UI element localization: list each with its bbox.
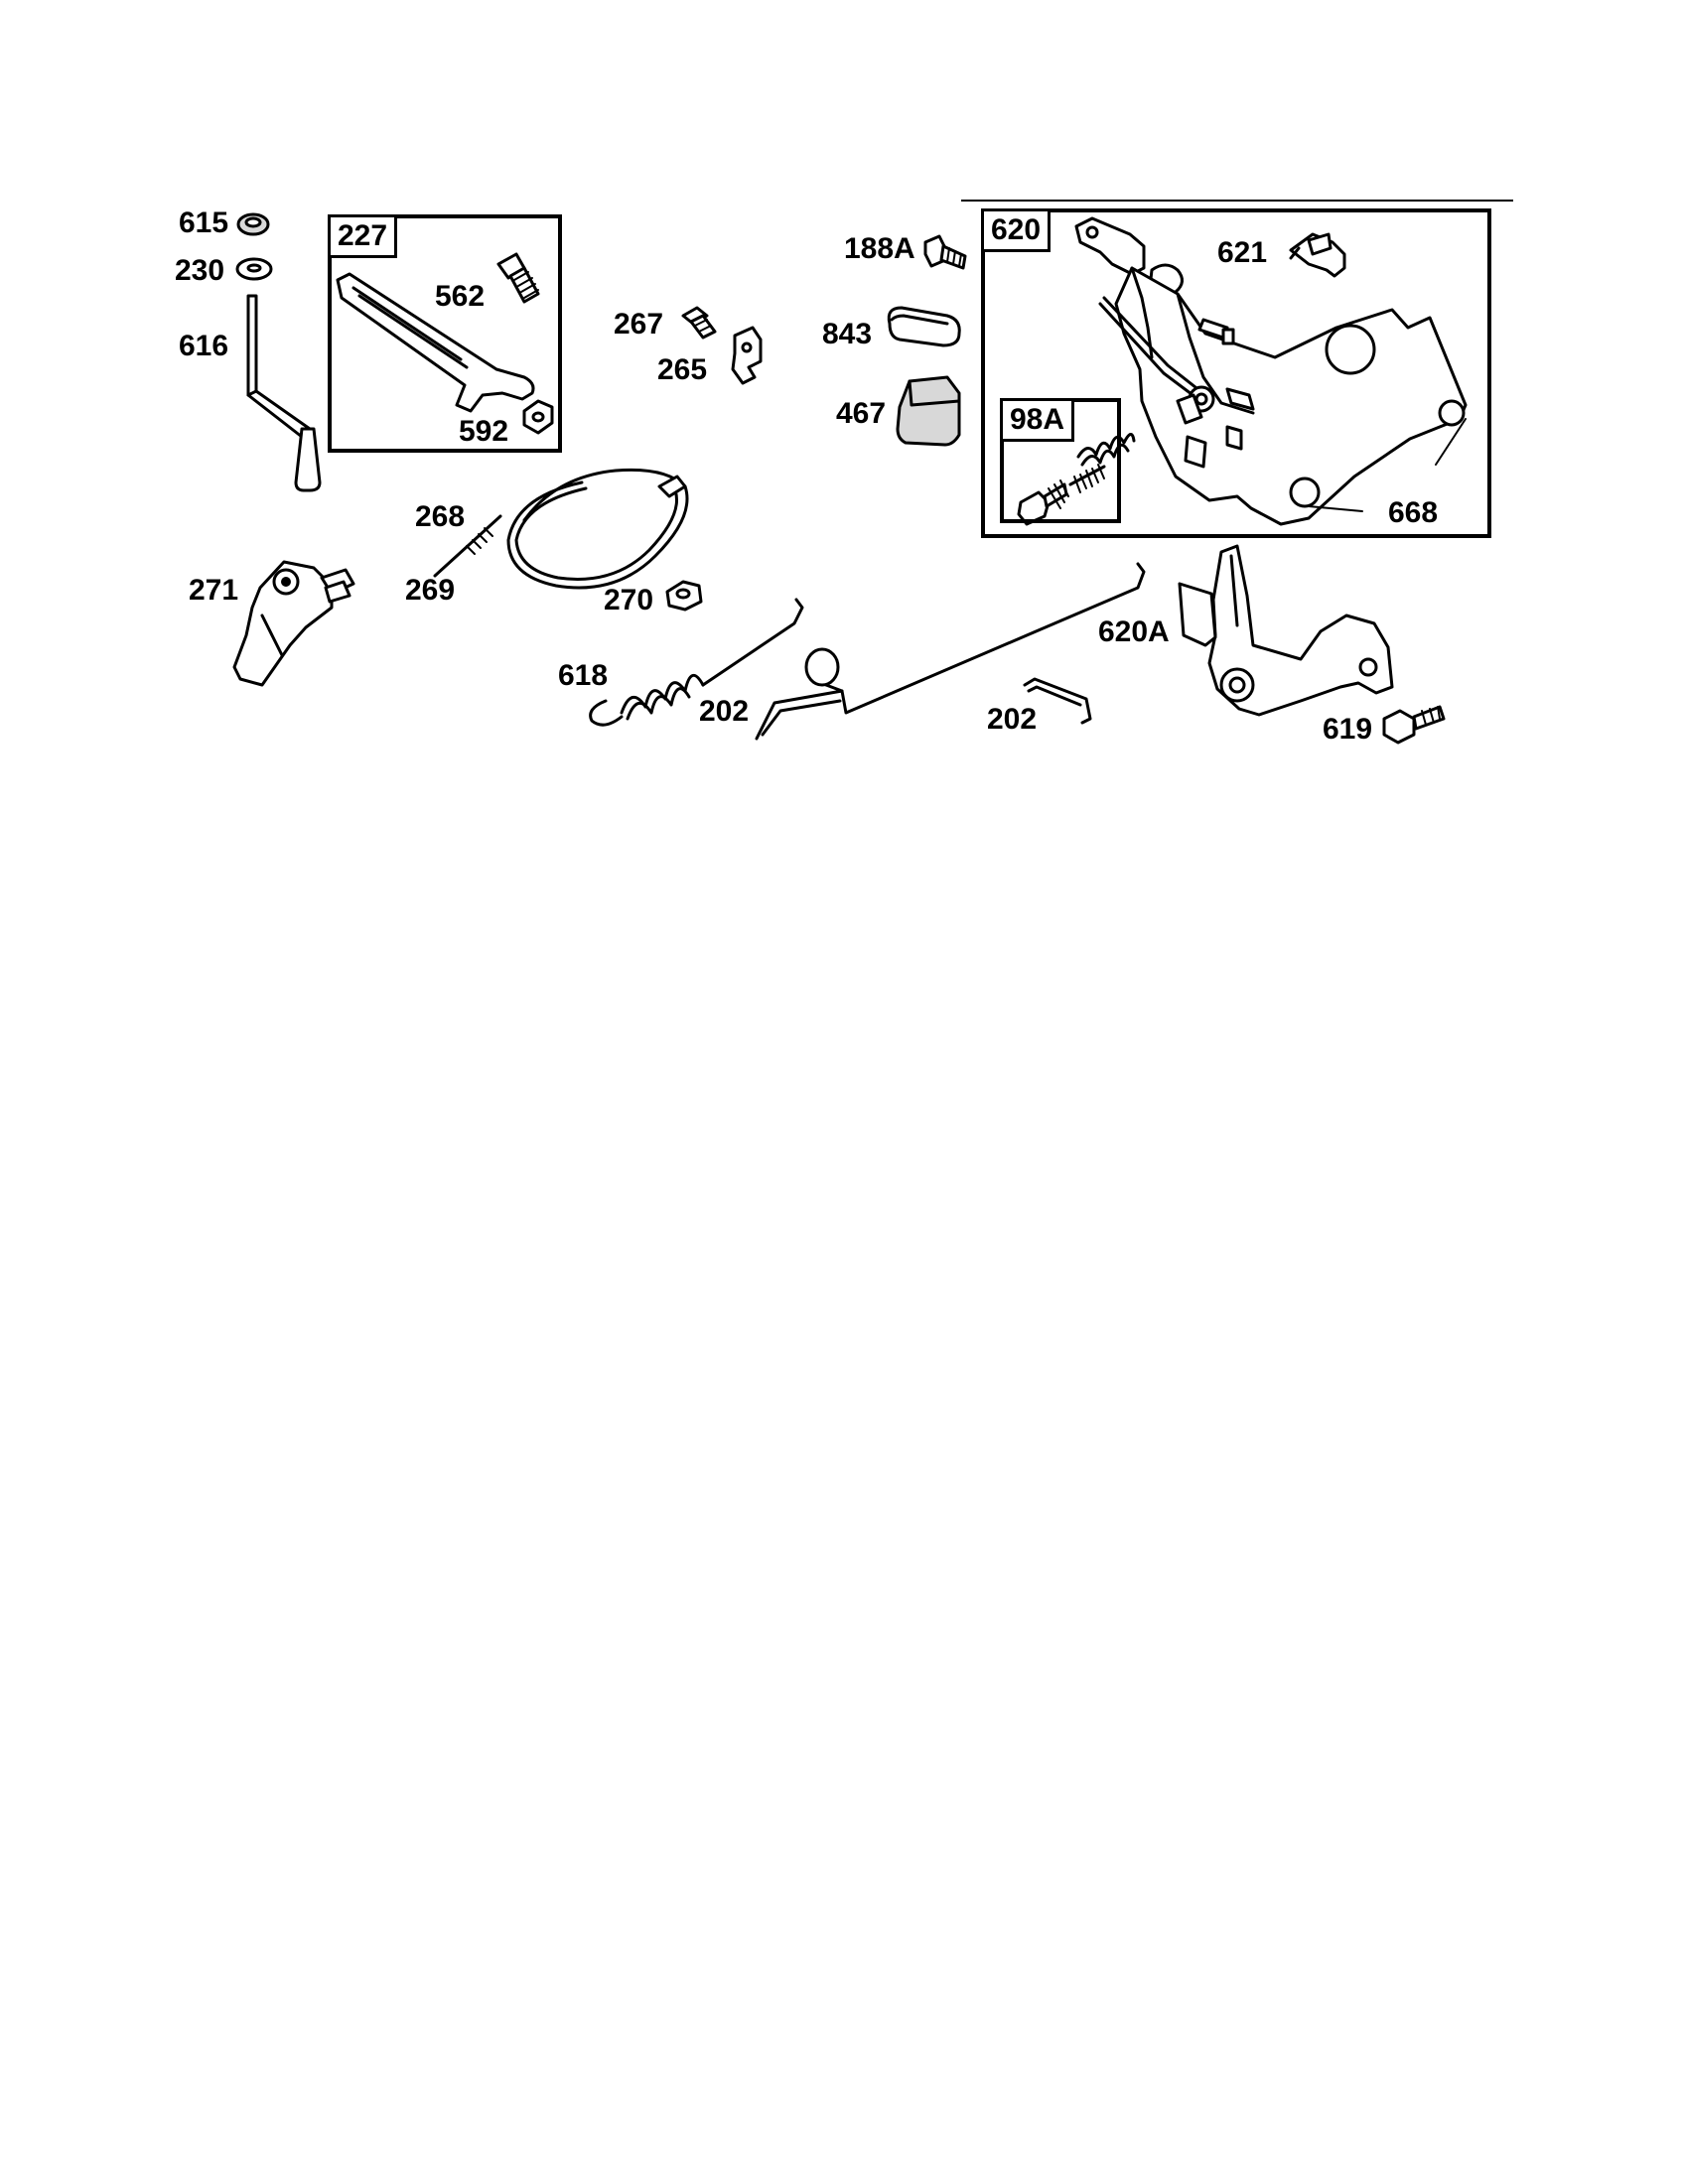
label-621: 621: [1217, 236, 1268, 269]
label-620A: 620A: [1098, 615, 1170, 648]
label-619: 619: [1323, 713, 1373, 746]
label-616: 616: [179, 330, 229, 362]
part-592-drawing: [522, 399, 554, 435]
part-620-drawing: [1074, 216, 1468, 526]
label-268: 268: [415, 500, 466, 533]
label-668: 668: [1388, 496, 1439, 529]
part-265-drawing: [731, 326, 763, 385]
part-268-drawing: [506, 468, 689, 590]
part-269-drawing: [433, 514, 502, 578]
label-188A: 188A: [844, 232, 915, 265]
part-562-drawing: [496, 252, 540, 304]
label-230: 230: [175, 254, 225, 287]
part-621-drawing: [1289, 232, 1346, 278]
label-270: 270: [604, 584, 654, 616]
part-230-drawing: [235, 257, 273, 281]
part-618-drawing: [589, 598, 804, 727]
part-202b-drawing: [1023, 677, 1092, 725]
part-270-drawing: [665, 580, 703, 612]
part-843-drawing: [887, 306, 961, 347]
label-618: 618: [558, 659, 609, 692]
part-616-drawing: [246, 294, 322, 492]
part-271-drawing: [232, 560, 355, 687]
label-562: 562: [435, 280, 486, 313]
kit-227-frame: [328, 214, 562, 453]
label-592: 592: [459, 415, 509, 448]
part-615-drawing: [236, 212, 270, 236]
label-267: 267: [614, 308, 664, 341]
label-227: 227: [328, 214, 398, 258]
label-98A: 98A: [1000, 398, 1075, 442]
label-467: 467: [836, 397, 887, 430]
part-98A-drawing: [1017, 433, 1136, 526]
label-265: 265: [657, 353, 708, 386]
part-619-drawing: [1382, 705, 1446, 745]
part-620A-drawing: [1178, 544, 1394, 717]
part-227-drawing: [336, 272, 535, 413]
label-202-clip: 202: [987, 703, 1038, 736]
label-615: 615: [179, 206, 229, 239]
label-202-rod: 202: [699, 695, 750, 728]
part-467-drawing: [896, 375, 961, 447]
part-202a-drawing: [755, 562, 1146, 741]
part-267-drawing: [681, 306, 717, 340]
label-269: 269: [405, 574, 456, 607]
label-620: 620: [981, 208, 1052, 252]
label-843: 843: [822, 318, 873, 350]
part-188A-drawing: [923, 234, 967, 270]
label-271: 271: [189, 574, 239, 607]
kit-620-frame: [981, 208, 1491, 538]
